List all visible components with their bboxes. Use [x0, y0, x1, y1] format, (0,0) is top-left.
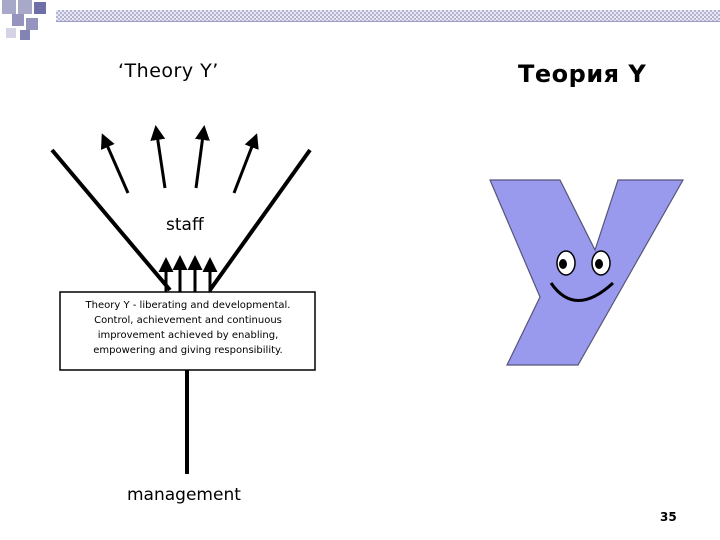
box-line: Control, achievement and continuous: [94, 315, 282, 326]
box-line: empowering and giving responsibility.: [93, 345, 282, 356]
slide-title: Теория Y: [518, 60, 647, 88]
decor-square: [26, 18, 38, 30]
v-line-right: [208, 148, 312, 292]
smile: [549, 281, 615, 302]
theory-y-box: [59, 291, 316, 371]
left-pupil: [559, 259, 567, 269]
box-line: Theory Y - liberating and developmental.: [85, 300, 291, 311]
arrow-up: [232, 133, 259, 194]
box-line: improvement achieved by enabling,: [98, 330, 279, 341]
arrow-up: [150, 125, 167, 189]
page-number: 35: [660, 510, 677, 524]
right-pupil: [595, 259, 603, 269]
decor-square: [2, 0, 16, 14]
decor-square: [20, 30, 30, 40]
decor-square: [6, 28, 16, 38]
v-line-left: [50, 148, 172, 292]
header-band: [56, 10, 720, 22]
decor-square: [34, 2, 46, 14]
decor-square: [12, 14, 24, 26]
diagram-title: ‘Theory Y’: [118, 60, 219, 82]
y-letter-shape: [489, 179, 685, 366]
decor-square: [18, 0, 32, 14]
management-label: management: [127, 485, 241, 505]
staff-label: staff: [166, 215, 205, 235]
arrow-up: [100, 133, 130, 194]
arrow-up: [194, 125, 210, 189]
